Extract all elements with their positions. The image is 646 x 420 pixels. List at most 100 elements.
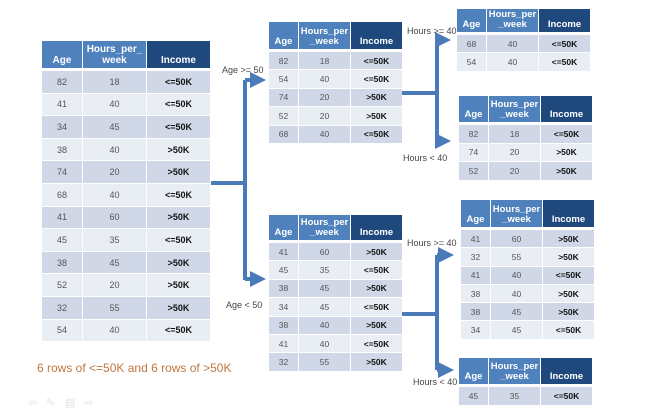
- cell-income: >50K: [147, 274, 210, 296]
- cell-hours-per-week: 40: [487, 53, 538, 71]
- cell-income: >50K: [543, 284, 594, 303]
- cell-hours-per-week: 20: [83, 274, 146, 296]
- label-age-lt-50: Age < 50: [226, 300, 263, 310]
- cell-hours-per-week: 45: [299, 279, 350, 298]
- cell-hours-per-week: 45: [299, 298, 350, 316]
- column-header-age: Age: [459, 358, 488, 384]
- cell-income: >50K: [147, 138, 210, 161]
- cell-income: >50K: [351, 107, 402, 125]
- column-header-hours-per-week: Hours_per _week: [491, 200, 542, 227]
- cell-income: <=50K: [147, 116, 210, 138]
- forward-arrow-icon[interactable]: ⇨: [84, 397, 94, 409]
- column-header-age: Age: [461, 200, 490, 227]
- cell-hours-per-week: 20: [489, 143, 540, 161]
- cell-hours-per-week: 60: [83, 206, 146, 229]
- column-header-age: Age: [42, 41, 82, 68]
- column-header-hours-per-week: Hours_per _week: [489, 96, 540, 122]
- cell-hours-per-week: 55: [491, 248, 542, 266]
- cell-age: 41: [461, 266, 490, 284]
- cell-age: 68: [457, 35, 486, 53]
- cell-age: 32: [42, 296, 82, 319]
- column-header-income: Income: [351, 215, 402, 240]
- cell-age: 34: [461, 321, 490, 339]
- cell-income: <=50K: [539, 35, 590, 53]
- cell-age: 41: [461, 230, 490, 248]
- column-header-income: Income: [147, 41, 210, 68]
- cell-age: 54: [457, 53, 486, 71]
- cell-income: >50K: [147, 206, 210, 229]
- cell-age: 52: [42, 274, 82, 296]
- cell-income: >50K: [147, 296, 210, 319]
- cell-age: 41: [42, 93, 82, 116]
- cell-income: <=50K: [147, 229, 210, 251]
- cell-income: <=50K: [543, 266, 594, 284]
- cell-age: 45: [42, 229, 82, 251]
- cell-age: 74: [269, 88, 298, 107]
- cell-hours-per-week: 40: [491, 266, 542, 284]
- cell-hours-per-week: 20: [299, 88, 350, 107]
- cell-income: >50K: [541, 162, 592, 180]
- cell-hours-per-week: 55: [299, 353, 350, 371]
- cell-hours-per-week: 45: [491, 321, 542, 339]
- cell-age: 45: [269, 261, 298, 279]
- class-balance-caption: 6 rows of <=50K and 6 rows of >50K: [37, 361, 232, 375]
- column-header-hours-per-week: Hours_per_ week: [83, 41, 146, 68]
- cell-hours-per-week: 20: [299, 107, 350, 125]
- cell-hours-per-week: 55: [83, 296, 146, 319]
- cell-age: 32: [269, 353, 298, 371]
- menu-icon[interactable]: ▤: [65, 397, 76, 409]
- cell-income: <=50K: [147, 319, 210, 342]
- cell-income: <=50K: [351, 261, 402, 279]
- column-header-age: Age: [269, 22, 298, 49]
- cell-income: <=50K: [351, 298, 402, 316]
- cell-hours-per-week: 40: [83, 93, 146, 116]
- cell-hours-per-week: 40: [83, 138, 146, 161]
- cell-age: 41: [269, 243, 298, 261]
- cell-age: 38: [461, 303, 490, 321]
- cell-income: >50K: [147, 161, 210, 183]
- cell-hours-per-week: 20: [489, 162, 540, 180]
- cell-hours-per-week: 40: [299, 316, 350, 334]
- cell-income: <=50K: [543, 321, 594, 339]
- cell-income: <=50K: [541, 387, 592, 405]
- cell-hours-per-week: 60: [491, 230, 542, 248]
- cell-income: >50K: [351, 279, 402, 298]
- column-header-income: Income: [541, 96, 592, 122]
- cell-age: 82: [459, 125, 488, 143]
- back-arrow-icon[interactable]: ⇦: [28, 397, 38, 409]
- pen-icon[interactable]: ✎: [46, 397, 56, 409]
- cell-income: >50K: [543, 248, 594, 266]
- cell-income: >50K: [541, 143, 592, 161]
- cell-hours-per-week: 45: [83, 251, 146, 274]
- cell-hours-per-week: 40: [491, 284, 542, 303]
- cell-hours-per-week: 45: [83, 116, 146, 138]
